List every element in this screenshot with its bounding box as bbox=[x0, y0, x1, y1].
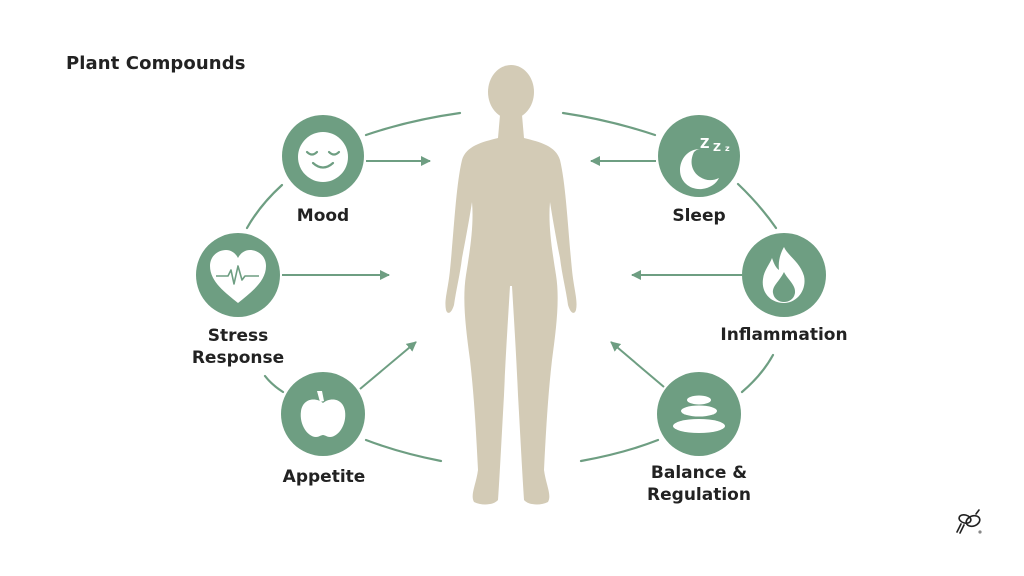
balance-regulation-label: Balance & Regulation bbox=[647, 462, 751, 506]
svg-text:z: z bbox=[725, 144, 730, 153]
arc-inflammation-balance bbox=[740, 353, 775, 394]
arc-mood-stress bbox=[245, 183, 284, 230]
stacked-stones-icon bbox=[673, 395, 725, 433]
flame-icon bbox=[762, 247, 805, 303]
stress-label-line2: Response bbox=[191, 348, 285, 368]
mood-label: Mood bbox=[296, 206, 350, 226]
sleep-label: Sleep bbox=[672, 206, 726, 226]
stress-label-line1: Stress bbox=[207, 326, 269, 346]
arc-stress-appetite bbox=[263, 374, 285, 394]
arc-sleep-inflammation bbox=[736, 182, 778, 230]
human-body-silhouette bbox=[445, 65, 577, 505]
arc-sleep-top bbox=[561, 111, 657, 137]
diagram-title: Plant Compounds bbox=[66, 53, 246, 74]
balance-label-line1: Balance & bbox=[650, 463, 748, 483]
arc-appetite-bottom bbox=[364, 438, 443, 463]
moon-zzz-icon: Z Z z bbox=[680, 137, 730, 190]
apple-icon bbox=[300, 391, 346, 437]
arc-mood-top bbox=[364, 111, 462, 137]
svg-text:Z: Z bbox=[713, 141, 721, 154]
bee-logo-icon bbox=[956, 509, 982, 534]
appetite-label: Appetite bbox=[282, 467, 366, 487]
smiling-face-icon bbox=[298, 132, 348, 182]
arc-balance-bottom bbox=[579, 438, 660, 463]
svg-text:Z: Z bbox=[700, 137, 709, 152]
inflammation-label: Inflammation bbox=[720, 325, 848, 345]
sleep-circle bbox=[658, 115, 740, 197]
heart-pulse-icon bbox=[210, 250, 266, 303]
balance-label-line2: Regulation bbox=[647, 485, 751, 505]
arrow-appetite bbox=[359, 341, 417, 390]
arrows bbox=[282, 156, 742, 390]
arrow-balance bbox=[610, 341, 665, 388]
stress-response-label: Stress Response bbox=[192, 325, 284, 369]
connector-arcs bbox=[245, 111, 778, 463]
